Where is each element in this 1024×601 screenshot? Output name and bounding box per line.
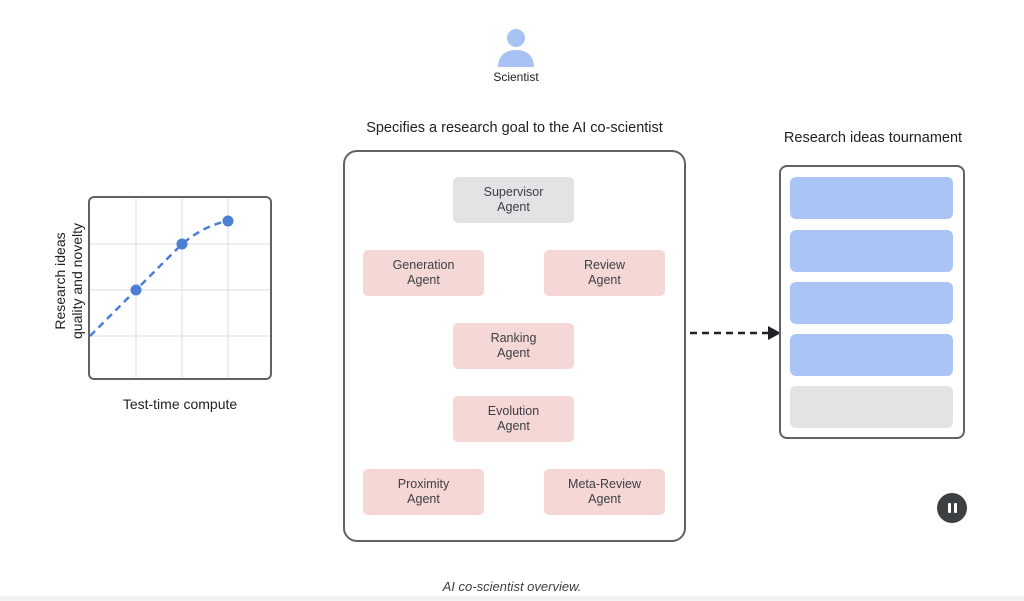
agent-label-line1: Supervisor [483, 185, 544, 199]
agent-label-line1: Generation [392, 258, 455, 272]
pause-button[interactable] [937, 493, 967, 523]
pause-icon-bar [953, 503, 957, 513]
agent-label-line1: Review [584, 258, 625, 272]
agent-label-line2: Agent [497, 419, 530, 433]
chart-plot-area [90, 198, 270, 378]
agent-label-line1: Evolution [487, 404, 540, 418]
agent-label-line2: Agent [407, 492, 440, 506]
research-goal-title: Specifies a research goal to the AI co-s… [366, 120, 663, 136]
idea-card [790, 177, 953, 219]
agent-label-line2: Agent [407, 273, 440, 287]
chart-y-axis-label: Research ideas quality and novelty [52, 181, 86, 381]
page-bottom-edge [0, 596, 1024, 601]
agent-label-line1: Proximity [397, 477, 450, 491]
data-point [222, 215, 234, 227]
quality-vs-compute-chart [88, 196, 272, 380]
dashed-arrow-icon [690, 326, 781, 340]
agent-label-line2: Agent [588, 492, 621, 506]
agent-label-line2: Agent [588, 273, 621, 287]
scientist-label: Scientist [493, 70, 539, 84]
tournament-title: Research ideas tournament [783, 130, 963, 146]
idea-card [790, 230, 953, 272]
idea-card-placeholder [790, 386, 953, 428]
data-point [176, 238, 188, 250]
pause-icon [947, 503, 951, 513]
y-axis-label-line2: quality and novelty [69, 223, 85, 339]
figure-caption: AI co-scientist overview. [442, 579, 582, 594]
data-point [130, 284, 142, 296]
person-icon [498, 29, 534, 67]
agent-label-line2: Agent [497, 346, 530, 360]
chart-x-axis-label: Test-time compute [122, 396, 238, 412]
idea-card [790, 334, 953, 376]
agent-label-line1: Meta-Review [568, 477, 641, 491]
idea-card [790, 282, 953, 324]
agent-label-line2: Agent [497, 200, 530, 214]
trend-line [90, 219, 229, 337]
y-axis-label-line1: Research ideas [52, 232, 68, 330]
agent-label-line1: Ranking [490, 331, 537, 345]
